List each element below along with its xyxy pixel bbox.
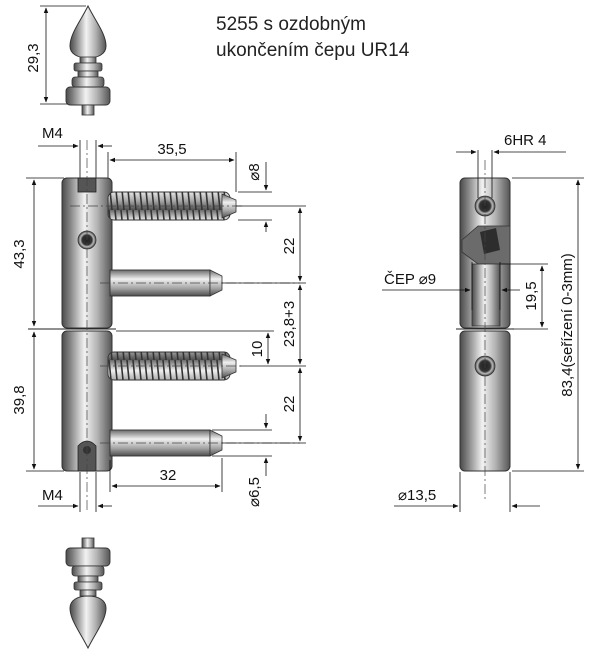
label-pin-spacing-center: 23,8+3: [281, 301, 298, 347]
dim-pin-spacing-center: 23,8+3: [281, 284, 303, 365]
dim-m4-top: M4: [38, 125, 112, 180]
dim-pin-length-bottom: 32: [109, 458, 223, 492]
label-pin-offset: 10: [249, 341, 266, 358]
label-pin-spacing-lower: 22: [281, 396, 298, 413]
bottom-finial: [65, 537, 111, 650]
dim-lower-leaf: 39,8: [11, 331, 64, 472]
dim-pin-spacing-upper: 22: [222, 205, 306, 284]
dim-thread-dia: ⌀8: [238, 162, 272, 232]
title-line-1: 5255 s ozdobným: [216, 14, 366, 35]
label-finial-height: 29,3: [25, 43, 42, 72]
label-m4-top: M4: [42, 125, 63, 142]
dim-hex-key: 6HR 4: [456, 132, 566, 198]
label-pin-length-bottom: 32: [160, 467, 177, 484]
label-body-dia: ⌀13,5: [398, 487, 436, 504]
dim-pin-length-top: 35,5: [107, 141, 237, 192]
label-lower-leaf: 39,8: [11, 385, 28, 414]
dim-pin-spacing-lower: 22: [222, 367, 306, 444]
label-upper-leaf: 43,3: [11, 239, 28, 268]
label-cep-dia: ČEP ⌀9: [384, 271, 436, 288]
dim-total-height: 83,4(seřízení 0-3mm): [512, 177, 584, 472]
label-pin-length-top: 35,5: [157, 141, 186, 158]
dim-body-dia: ⌀13,5: [394, 472, 540, 512]
dim-finial-height: 29,3: [25, 5, 86, 105]
dim-pin-dia: ⌀6,5: [212, 414, 272, 507]
dim-m4-bottom: M4: [38, 472, 112, 512]
label-pin-spacing-upper: 22: [281, 238, 298, 255]
dim-cep-dia: ČEP ⌀9: [382, 262, 520, 310]
label-pin-dia: ⌀6,5: [246, 477, 263, 507]
label-hex-key: 6HR 4: [504, 132, 547, 149]
label-m4-bottom: M4: [42, 487, 63, 504]
dim-pin-offset: 10: [116, 330, 306, 367]
label-cep-length: 19,5: [523, 281, 540, 310]
label-thread-dia: ⌀8: [246, 163, 263, 180]
dim-cep-length: 19,5: [500, 263, 548, 330]
label-total-height: 83,4(seřízení 0-3mm): [559, 253, 576, 396]
top-finial: [65, 4, 111, 116]
title-line-2: ukončením čepu UR14: [216, 40, 410, 61]
dim-upper-leaf: 43,3: [11, 177, 64, 327]
